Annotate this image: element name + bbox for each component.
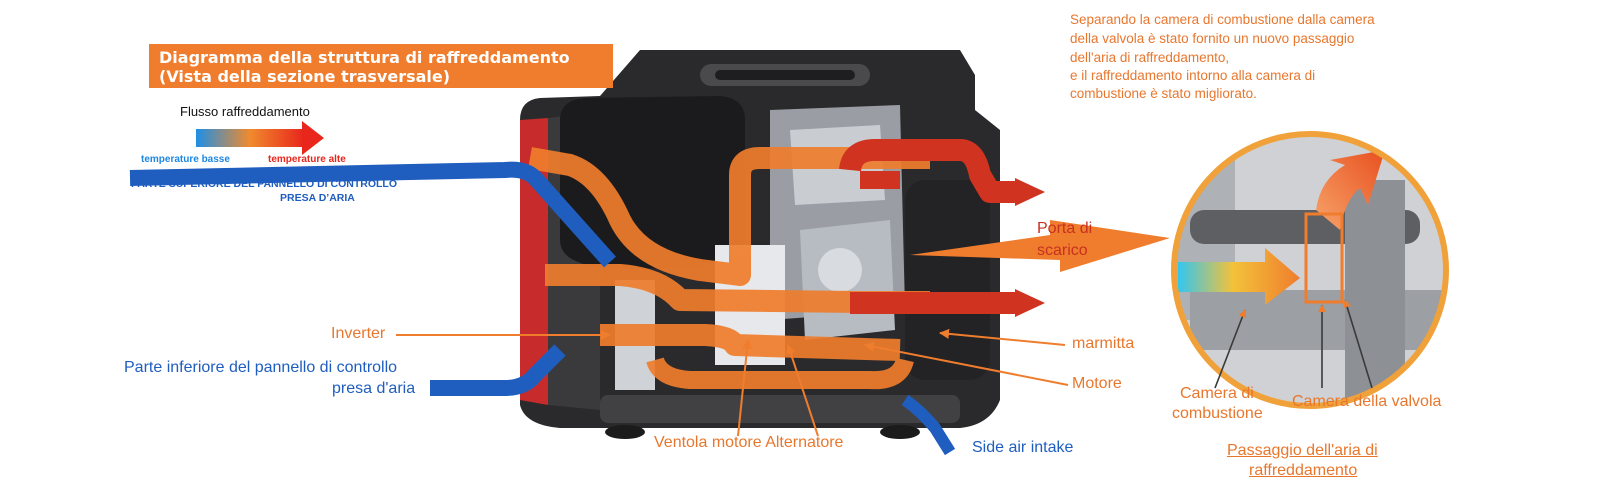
fan-alternator-label: Ventola motore Alternatore	[654, 434, 844, 451]
combustion-chamber-label-2: combustione	[1172, 405, 1263, 422]
detail-leaders	[1214, 299, 1373, 389]
upper-intake-label-2: PRESA D’ARIA	[280, 192, 355, 204]
engine-label: Motore	[1072, 375, 1122, 392]
cooling-flow-paths	[528, 147, 930, 390]
valve-chamber-label: Camera della valvola	[1292, 393, 1442, 410]
muffler-label: marmitta	[1072, 335, 1135, 352]
exhaust-port-label-2: scarico	[1037, 242, 1088, 259]
side-intake-label: Side air intake	[972, 439, 1074, 456]
description-line-4: e il raffreddamento intorno alla camera …	[1070, 68, 1316, 83]
title-line-2: (Vista della sezione trasversale)	[159, 67, 451, 86]
combustion-chamber-label-1: Camera di	[1180, 385, 1254, 402]
inverter-label: Inverter	[331, 325, 386, 342]
cooling-passage-label-1: Passaggio dell'aria di	[1227, 442, 1378, 459]
description-line-5: combustione è stato migliorato.	[1070, 86, 1257, 101]
exhaust-port-label-1: Porta di	[1037, 220, 1093, 237]
lower-intake-label-1: Parte inferiore del pannello di controll…	[124, 359, 398, 376]
lower-intake-label-2: presa d'aria	[332, 380, 416, 397]
cooling-passage-label-2: raffreddamento	[1249, 462, 1358, 479]
temperature-legend-arrow	[196, 121, 324, 155]
legend-low-temp: temperature basse	[141, 154, 230, 165]
cool-air-flows	[129, 161, 956, 456]
detail-magnifier	[1171, 131, 1449, 409]
upper-intake-label-1: PARTE SUPERIORE DEL PANNELLO DI CONTROLL…	[131, 178, 398, 190]
detail-pointer-arrow	[910, 220, 1170, 272]
callout-leaders	[396, 328, 1069, 437]
title-banner	[149, 44, 613, 88]
title-line-1: Diagramma della struttura di raffreddame…	[159, 48, 570, 67]
legend-flow-label: Flusso raffreddamento	[180, 104, 310, 119]
description-line-1: Separando la camera di combustione dalla…	[1070, 12, 1375, 27]
description-line-3: dell'aria di raffreddamento,	[1070, 50, 1230, 65]
description-line-2: della valvola è stato fornito un nuovo p…	[1070, 31, 1355, 46]
hot-exhaust-arrows	[839, 139, 1045, 317]
legend-high-temp: temperature alte	[268, 154, 346, 165]
